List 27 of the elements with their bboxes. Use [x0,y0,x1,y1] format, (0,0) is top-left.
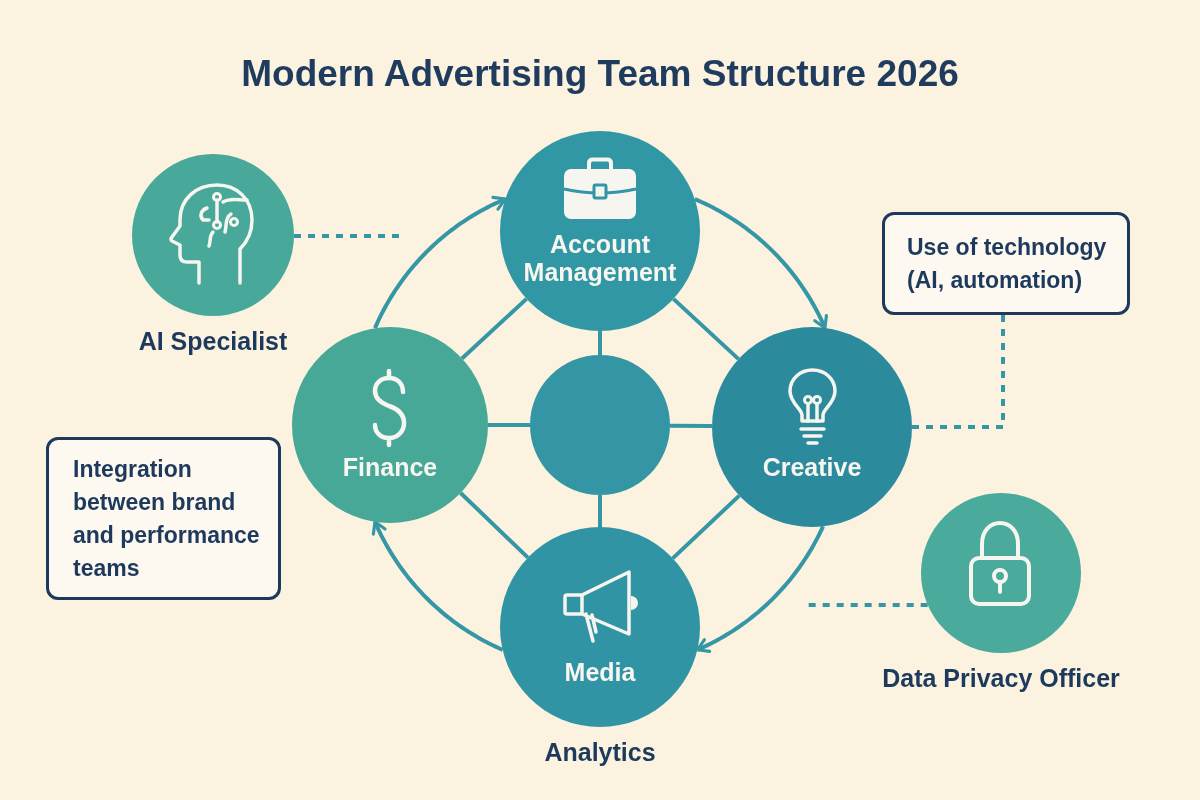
note-text: Use of technology (AI, automation) [907,232,1108,295]
dashed-connector [912,315,1005,429]
curved-arrow [695,525,825,653]
role-label: AI Specialist [138,327,288,355]
connector-line [598,331,602,355]
connector-line [459,491,530,560]
connector-line [672,297,740,361]
connector-line [460,297,528,360]
connector-line [598,495,602,527]
caption-label: Analytics [544,738,656,766]
note-box [882,212,1130,315]
role-label: Data Privacy Officer [882,664,1120,692]
curved-arrow [694,197,828,330]
circle-label: Media [563,658,637,686]
note-text: Integration between brand and performance teams [73,454,261,583]
connector-line [488,423,530,427]
title: Modern Advertising Team Structure 2026 [241,52,959,96]
curved-arrow [373,195,507,329]
dashed-connector [808,603,928,607]
dashed-connector [294,234,402,238]
connector-line [671,494,741,560]
circle-label: Finance [341,453,439,481]
circle-label: Account Management [522,230,678,286]
connector-line [669,423,713,429]
circle-label: Creative [761,453,863,481]
curved-arrow [371,520,504,652]
note-box [46,437,281,600]
